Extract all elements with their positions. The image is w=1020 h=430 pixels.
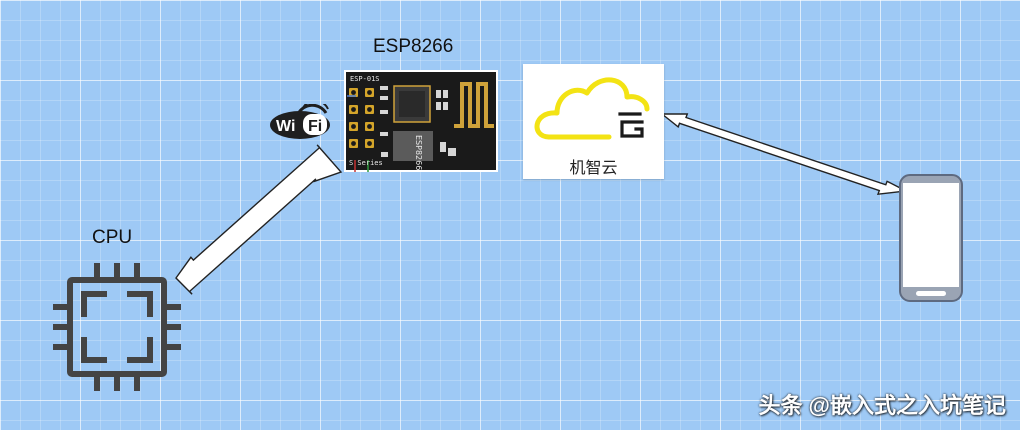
watermark: 头条@嵌入式之入坑笔记 (759, 388, 1006, 420)
cpu-esp-double-arrow (175, 144, 343, 295)
smd-components (380, 86, 456, 157)
wifi-text-left: Wi (276, 118, 295, 135)
wifi-text-right: Fi (308, 118, 322, 135)
series-label: S Series (349, 159, 383, 167)
watermark-source: 头条 (758, 393, 803, 418)
cloud-name-label: 机智云 (569, 160, 618, 177)
module-label: ESP-01S (350, 75, 380, 83)
cpu-chip-icon[interactable] (52, 262, 182, 392)
cloud-phone-double-arrow (660, 113, 909, 196)
wifi-logo-icon: Wi Fi (270, 104, 330, 139)
watermark-author: @嵌入式之入坑笔记 (808, 393, 1006, 418)
esp8266-module[interactable]: ESP-01S ESP8266 S Series (344, 70, 498, 172)
esp8266-title: ESP8266 (373, 36, 454, 57)
flash-chip (393, 131, 433, 161)
gizwits-cloud-card[interactable]: 机智云 (523, 64, 664, 179)
flash-label: ESP8266 (414, 135, 423, 170)
cpu-title: CPU (92, 227, 133, 248)
pcb-antenna (454, 82, 494, 128)
cloud-logo-icon (534, 77, 650, 140)
smartphone-icon[interactable] (898, 173, 964, 303)
gizwits-mark-icon (618, 112, 644, 138)
